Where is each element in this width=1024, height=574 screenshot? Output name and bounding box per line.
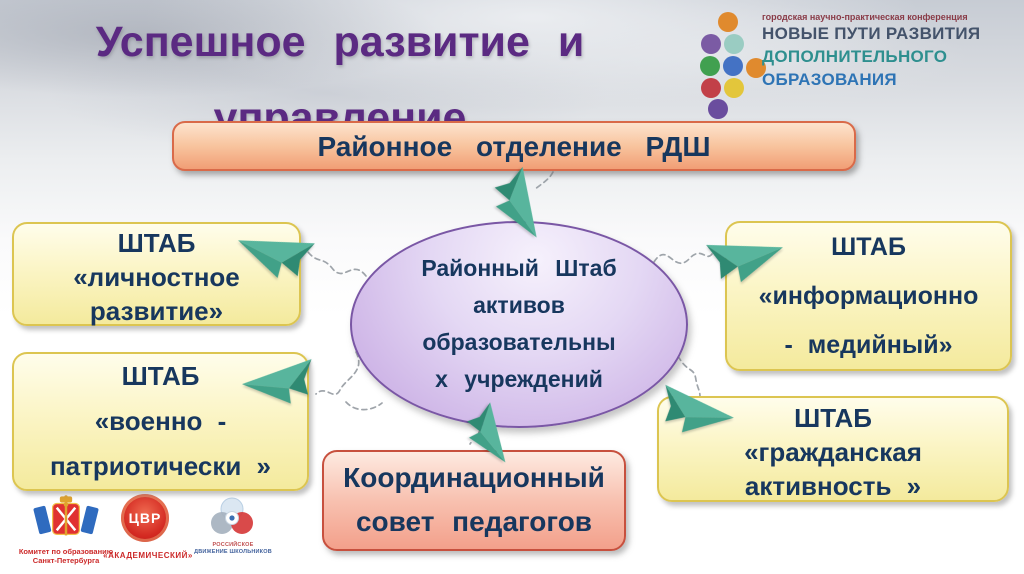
hq-civic-line-2: «гражданская <box>744 437 922 467</box>
conference-name-line-3: ОБРАЗОВАНИЯ <box>762 70 897 89</box>
conference-dot <box>701 78 721 98</box>
ellipse-line-3: образовательны <box>422 329 616 355</box>
conference-dot <box>723 56 743 76</box>
committee-label: Комитет по образованию Санкт-Петербурга <box>8 547 124 565</box>
title-line-1: Успешное развитие и <box>95 18 585 66</box>
connector-right-bottom <box>677 355 701 398</box>
conference-dot <box>724 78 744 98</box>
hq-media-line-2: «информационно <box>758 282 979 310</box>
connector-right-top <box>653 252 713 265</box>
ellipse-line-2: активов <box>473 292 565 318</box>
conference-name-line-2: ДОПОЛНИТЕЛЬНОГО <box>762 47 948 66</box>
connector-left-top <box>307 251 367 277</box>
conference-dots-icon <box>700 12 766 119</box>
hq-civic-line-3: активность » <box>744 471 922 501</box>
coordination-line-1: Координационный <box>343 462 605 493</box>
paper-plane-icon <box>455 400 517 464</box>
conference-name-line-1: НОВЫЕ ПУТИ РАЗВИТИЯ <box>762 24 981 43</box>
connector-top <box>533 171 554 191</box>
hq-media-box: ШТАБ «информационно - медийный» <box>725 221 1012 371</box>
rdsh-label-line-2: ДВИЖЕНИЕ ШКОЛЬНИКОВ <box>194 549 272 555</box>
ellipse-line-4: х учреждений <box>435 366 603 392</box>
committee-line-2: Санкт-Петербурга <box>32 556 100 565</box>
conference-dot <box>746 58 766 78</box>
hq-military-line-3: патриотически » <box>49 451 272 481</box>
hq-media-line-3: - медийный» <box>784 331 953 359</box>
cvr-logo-icon: ЦВР <box>121 494 169 542</box>
conference-dot <box>724 34 744 54</box>
committee-line-1: Комитет по образованию <box>18 547 114 556</box>
coordination-council-box: Координационный совет педагогов <box>322 450 626 551</box>
district-hq-ellipse: Районный Штаб активов образовательны х у… <box>350 221 688 428</box>
hq-personal-line-2: «личностное <box>73 262 240 292</box>
rdsh-logo-icon <box>211 497 253 534</box>
page-title: Успешное развитие и управление <box>50 18 630 143</box>
conference-dot <box>718 12 738 32</box>
conference-tagline: городская научно-практическая конференци… <box>762 12 968 22</box>
hq-military-line-1: ШТАБ <box>121 361 200 391</box>
coordination-line-2: совет педагогов <box>355 506 593 537</box>
district-branch-box: Районное отделение РДШ <box>172 121 856 171</box>
ellipse-line-1: Районный Штаб <box>421 255 617 281</box>
conference-dot <box>701 34 721 54</box>
connector-left-bottom-curl <box>345 401 383 411</box>
hq-military-patriotic-box: ШТАБ «военно - патриотически » <box>12 352 309 491</box>
hq-civic-line-1: ШТАБ <box>794 403 872 433</box>
hq-personal-line-1: ШТАБ <box>117 228 196 258</box>
hq-personal-line-3: развитие» <box>89 296 224 326</box>
hq-media-line-1: ШТАБ <box>831 233 906 261</box>
paper-plane-icon <box>480 162 552 239</box>
connector-left-bottom <box>315 351 360 396</box>
rdsh-label-line-1: РОССИЙСКОЕ <box>212 542 254 548</box>
cvr-label: «АКАДЕМИЧЕСКИЙ» <box>103 551 193 560</box>
conference-dot <box>700 56 720 76</box>
conference-logo: городская научно-практическая конференци… <box>762 12 990 90</box>
spb-crest-icon <box>33 495 99 536</box>
hq-military-line-2: «военно - <box>94 406 227 436</box>
hq-personal-development-box: ШТАБ «личностное развитие» <box>12 222 301 326</box>
conference-dot <box>708 99 728 119</box>
cvr-abbr: ЦВР <box>128 510 162 526</box>
district-branch-label: Районное отделение РДШ <box>317 131 711 162</box>
